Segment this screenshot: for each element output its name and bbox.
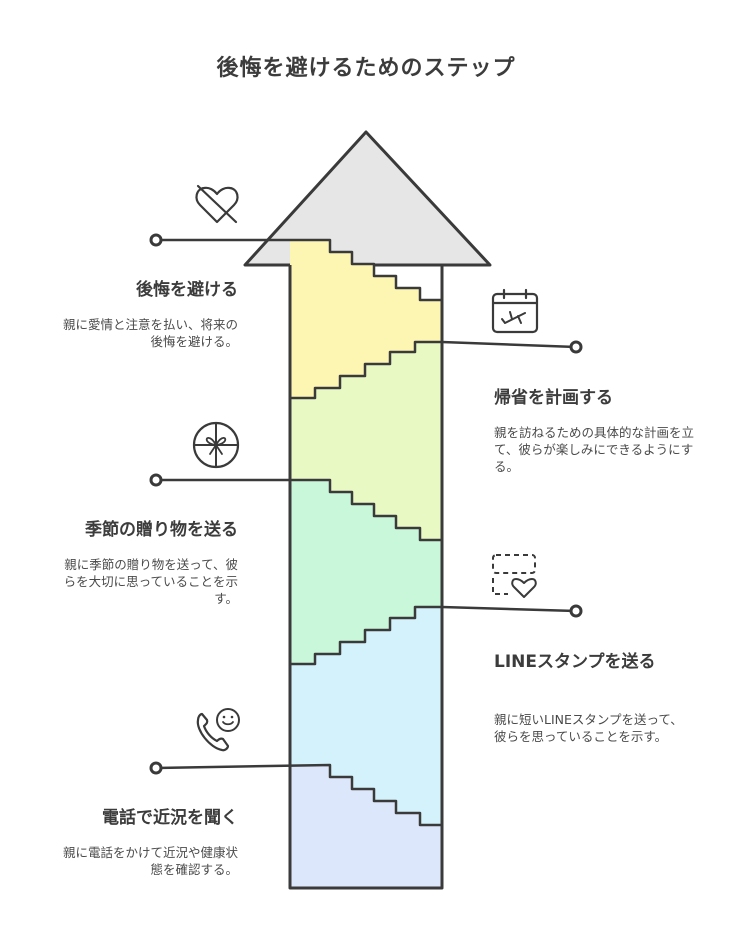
connector-dot-5 <box>149 761 163 775</box>
stair-line-3 <box>156 478 442 542</box>
step-2-desc: 親を訪ねるための具体的な計画を立て、彼らが楽しみにできるようにする。 <box>494 425 695 474</box>
step-2-title: 帰省を計画する <box>494 388 613 408</box>
stair-line-1 <box>158 238 442 302</box>
band-fill-4 <box>290 607 442 825</box>
step-4-title: LINEスタンプを送る <box>494 652 656 672</box>
sticker-heart-icon <box>492 554 537 598</box>
connector-dot-3 <box>149 473 163 487</box>
band-fill-2 <box>290 342 442 540</box>
band-fill-5 <box>290 765 442 888</box>
step-1-desc: 親に愛情と注意を払い、将来の後悔を避ける。 <box>62 317 238 349</box>
gift-icon <box>192 421 240 469</box>
step-5-desc: 親に電話をかけて近況や健康状態を確認する。 <box>62 845 238 877</box>
step-3-title: 季節の贈り物を送る <box>85 520 238 540</box>
connector-dot-4 <box>569 604 583 618</box>
arrow-shaft-outline <box>288 265 444 890</box>
heart-off-icon <box>195 184 239 224</box>
step-1-title: 後悔を避ける <box>136 280 238 300</box>
step-3-desc: 親に季節の贈り物を送って、彼らを大切に思っていることを示す。 <box>63 557 238 606</box>
step-4-desc: 親に短いLINEスタンプを送って、彼らを思っていることを示す。 <box>494 712 683 744</box>
stair-line-2 <box>290 340 577 400</box>
connector-dot-2 <box>569 340 583 354</box>
phone-smile-icon <box>196 708 240 752</box>
band-fill-1 <box>290 240 442 398</box>
stair-line-5 <box>155 763 442 827</box>
page-title: 後悔を避けるためのステップ <box>216 56 516 81</box>
calendar-plane-icon <box>491 288 539 334</box>
connector-dot-1 <box>149 233 163 247</box>
step-5-title: 電話で近況を聞く <box>102 808 238 828</box>
arrow-head <box>243 130 492 267</box>
stair-line-4 <box>290 605 577 666</box>
